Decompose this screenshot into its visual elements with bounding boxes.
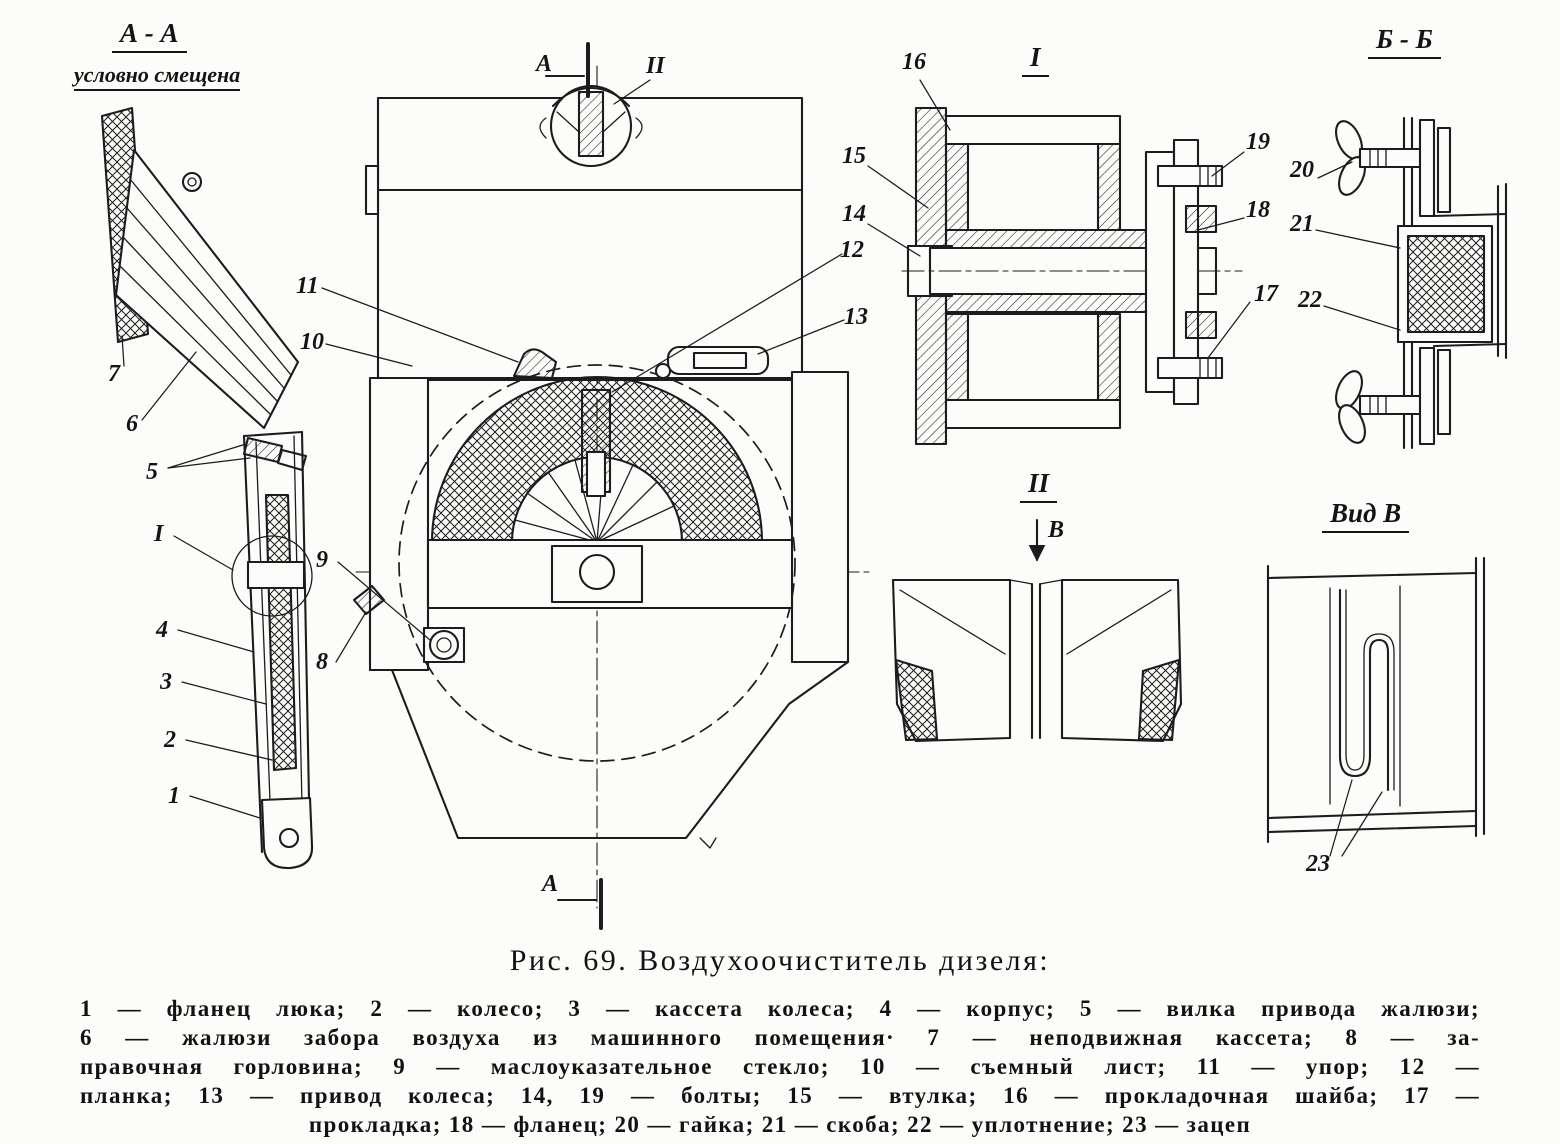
detail-i-marker: I bbox=[154, 521, 164, 547]
figure-legend: 1 — фланец люка; 2 — колесо; 3 — кассета… bbox=[80, 994, 1480, 1139]
callout-11: 11 bbox=[296, 273, 319, 299]
callout-8: 8 bbox=[316, 649, 328, 675]
legend-line-3: правочная горловина; 9 — маслоуказательн… bbox=[80, 1054, 1480, 1079]
section-aa-title: А - А bbox=[112, 20, 187, 53]
callout-20: 20 bbox=[1290, 157, 1314, 183]
callout-18: 18 bbox=[1246, 197, 1270, 223]
callout-23: 23 bbox=[1306, 851, 1330, 877]
callout-14: 14 bbox=[842, 201, 866, 227]
legend-line-4: планка; 13 — привод колеса; 14, 19 — бол… bbox=[80, 1083, 1480, 1108]
section-bb-view bbox=[1335, 116, 1508, 450]
figure-drawing bbox=[100, 42, 1508, 930]
callout-13: 13 bbox=[844, 304, 868, 330]
figure-caption-title: Рис. 69. Воздухоочиститель дизеля: bbox=[509, 944, 1051, 977]
callout-19: 19 bbox=[1246, 129, 1270, 155]
section-bb-title: Б - Б bbox=[1368, 26, 1441, 59]
callout-4: 4 bbox=[156, 617, 168, 643]
view-v bbox=[1266, 556, 1486, 844]
legend-line-2: 6 — жалюзи забора воздуха из машинного п… bbox=[80, 1025, 1480, 1050]
detail-i-title: I bbox=[1022, 44, 1049, 77]
callout-12: 12 bbox=[840, 237, 864, 263]
view-ii-title: II bbox=[1020, 470, 1058, 503]
view-direction-b: В bbox=[1048, 517, 1065, 543]
section-mark-a-bottom: А bbox=[542, 871, 559, 897]
section-aa-subtitle: условно смещена bbox=[74, 64, 241, 91]
detail-mark-ii: II bbox=[646, 53, 665, 79]
callout-2: 2 bbox=[164, 727, 176, 753]
legend-line-5: прокладка; 18 — фланец; 20 — гайка; 21 —… bbox=[308, 1112, 1252, 1137]
callout-21: 21 bbox=[1290, 211, 1314, 237]
main-front-view bbox=[352, 42, 873, 930]
detail-i-view bbox=[901, 106, 1243, 446]
view-ii bbox=[891, 518, 1183, 743]
callout-1: 1 bbox=[168, 783, 180, 809]
callout-6: 6 bbox=[126, 411, 138, 437]
callout-7: 7 bbox=[108, 361, 120, 387]
callout-17: 17 bbox=[1254, 281, 1278, 307]
callout-3: 3 bbox=[160, 669, 172, 695]
view-b-title: Вид В bbox=[1322, 500, 1410, 533]
leader-lines bbox=[121, 79, 1401, 857]
figure-caption: Рис. 69. Воздухоочиститель дизеля: 1 — ф… bbox=[0, 944, 1560, 1139]
callout-22: 22 bbox=[1298, 287, 1322, 313]
callout-15: 15 bbox=[842, 143, 866, 169]
callout-10: 10 bbox=[300, 329, 324, 355]
callout-16: 16 bbox=[902, 49, 926, 75]
legend-line-1: 1 — фланец люка; 2 — колесо; 3 — кассета… bbox=[80, 996, 1480, 1021]
callout-5: 5 bbox=[146, 459, 158, 485]
section-mark-a-top: А bbox=[536, 51, 553, 77]
callout-9: 9 bbox=[316, 547, 328, 573]
section-aa-view bbox=[100, 106, 314, 870]
